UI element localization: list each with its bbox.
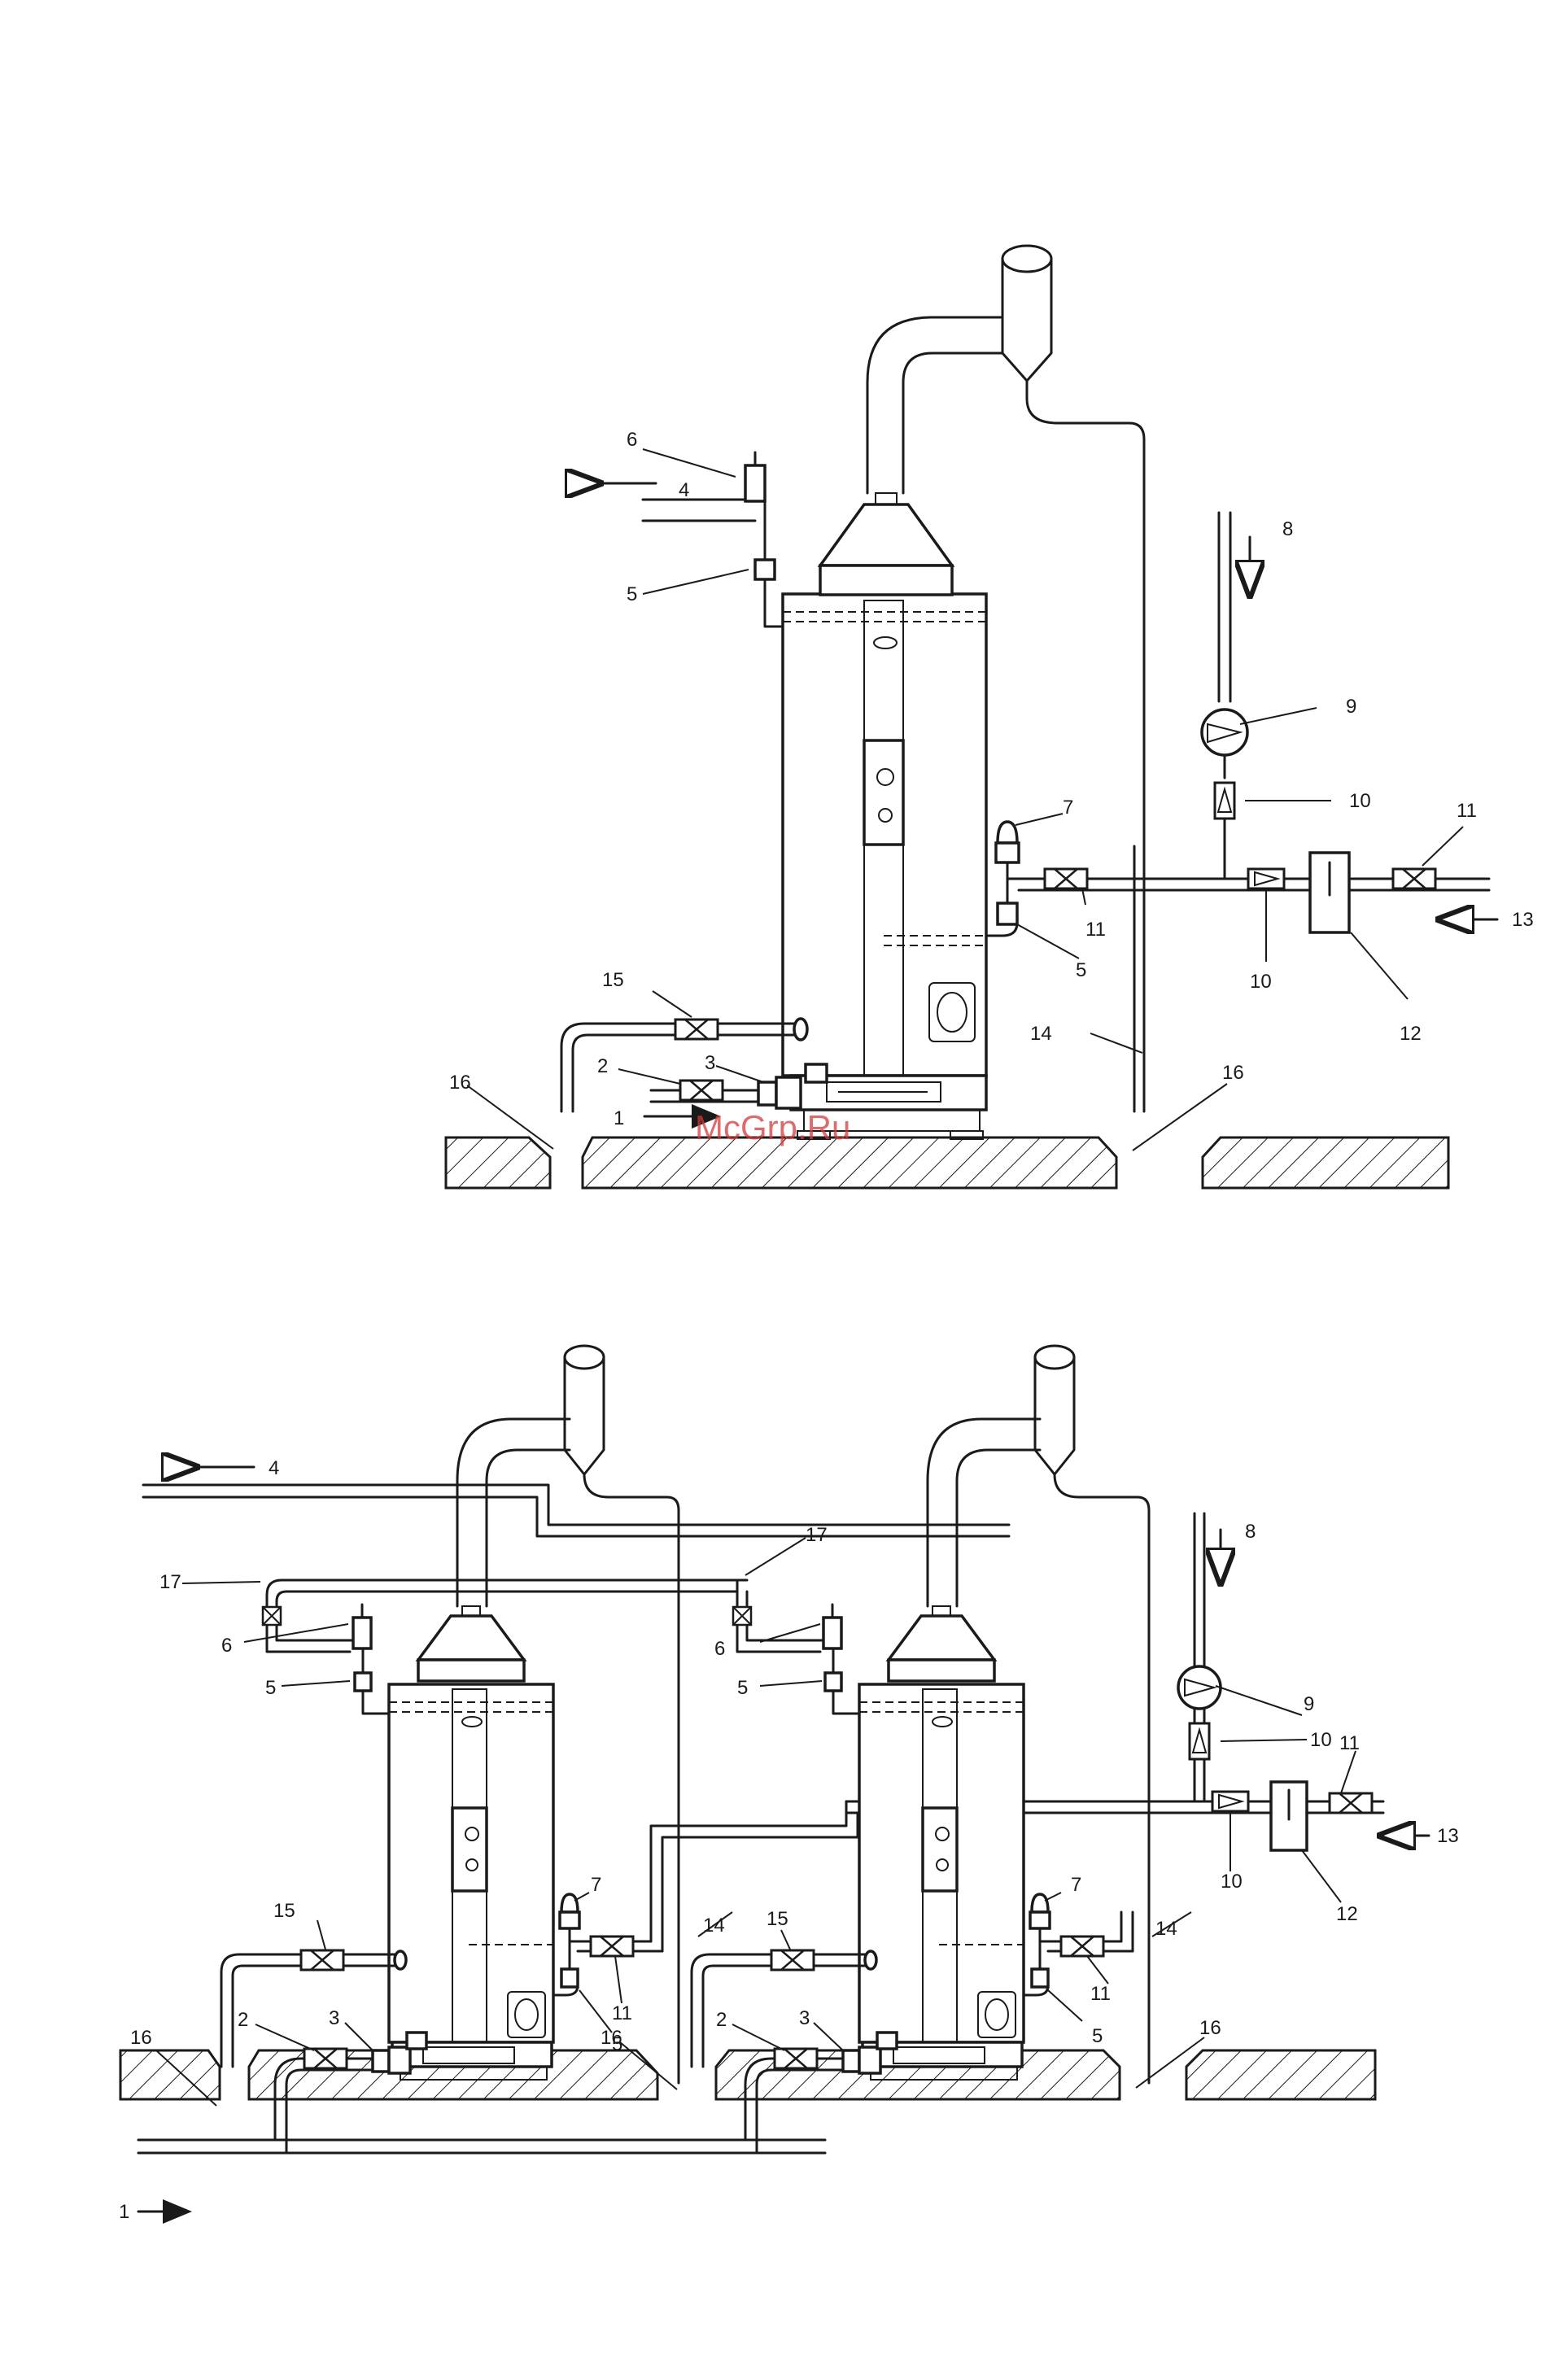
label-3: 3 (329, 2007, 339, 2029)
water-heater-right (692, 1346, 1149, 2153)
label-14: 14 (1030, 1023, 1052, 1045)
label-8: 8 (1245, 1521, 1256, 1543)
label-10: 10 (1349, 790, 1371, 812)
label-15: 15 (273, 1900, 295, 1922)
label-5: 5 (1092, 2025, 1103, 2047)
label-16: 16 (130, 2027, 152, 2049)
label-3: 3 (705, 1052, 715, 1074)
label-16: 16 (601, 2027, 622, 2049)
label-13: 13 (1437, 1825, 1459, 1847)
water-heater-left (221, 1346, 747, 2153)
label-7: 7 (591, 1874, 601, 1896)
label-1: 1 (614, 1107, 624, 1129)
label-11: 11 (1090, 1983, 1111, 2005)
label-5: 5 (1076, 959, 1086, 981)
label-17: 17 (806, 1524, 828, 1546)
label-7: 7 (1071, 1874, 1081, 1896)
label-16: 16 (449, 1072, 471, 1094)
label-11: 11 (1339, 1732, 1360, 1754)
label-13: 13 (1512, 909, 1534, 931)
figure-single-heater: 6 4 5 8 9 10 7 11 11 13 5 10 12 14 15 2 … (446, 246, 1534, 1188)
water-heater (783, 493, 986, 1139)
label-14: 14 (1155, 1918, 1177, 1940)
label-10: 10 (1250, 971, 1272, 993)
label-14: 14 (703, 1915, 725, 1937)
floor (446, 1137, 1448, 1188)
label-16: 16 (1222, 1062, 1244, 1084)
label-12: 12 (1400, 1023, 1422, 1045)
label-5: 5 (737, 1677, 748, 1699)
label-15: 15 (767, 1908, 788, 1930)
label-10: 10 (1221, 1871, 1243, 1893)
label-9: 9 (1346, 696, 1356, 718)
label-12: 12 (1336, 1903, 1358, 1925)
label-11: 11 (1457, 800, 1477, 822)
label-6: 6 (221, 1635, 232, 1657)
label-11: 11 (1085, 919, 1106, 941)
label-10: 10 (1310, 1729, 1332, 1751)
label-2: 2 (238, 2009, 248, 2031)
label-17: 17 (159, 1571, 181, 1593)
label-1: 1 (119, 2201, 129, 2223)
label-2: 2 (716, 2009, 727, 2031)
label-11: 11 (612, 2002, 632, 2024)
label-5: 5 (627, 583, 637, 605)
label-2: 2 (597, 1055, 608, 1077)
label-6: 6 (714, 1638, 725, 1660)
figure-two-heaters: 4 8 17 17 6 6 5 5 9 10 11 13 10 12 7 7 1… (119, 1346, 1459, 2223)
recirculation-loop (986, 822, 1253, 936)
watermark: McGrp.Ru (695, 1108, 850, 1146)
label-3: 3 (799, 2007, 810, 2029)
label-9: 9 (1304, 1693, 1314, 1715)
label-15: 15 (602, 969, 624, 991)
label-5: 5 (265, 1677, 276, 1699)
part-labels: 4 8 17 17 6 6 5 5 9 10 11 13 10 12 7 7 1… (119, 1457, 1459, 2223)
label-6: 6 (627, 429, 637, 451)
label-4: 4 (679, 479, 689, 501)
label-7: 7 (1063, 797, 1073, 819)
label-8: 8 (1282, 518, 1293, 540)
label-4: 4 (269, 1457, 279, 1479)
label-16: 16 (1199, 2017, 1221, 2039)
